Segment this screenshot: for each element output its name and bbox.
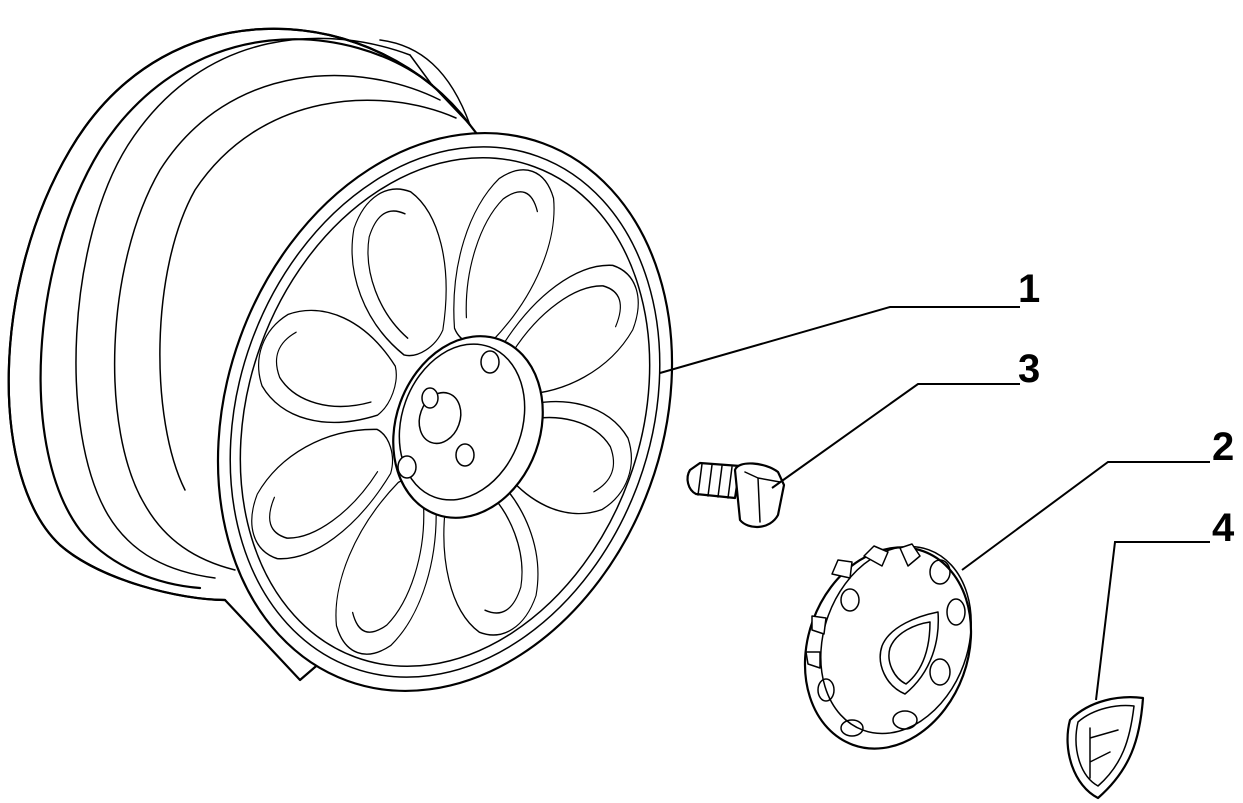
callout-1: 1 bbox=[1018, 267, 1040, 311]
leader-line-2 bbox=[961, 461, 1210, 571]
leader-line-3 bbox=[771, 383, 1020, 489]
emblem-badge bbox=[1066, 696, 1145, 800]
wheel-rim bbox=[7, 27, 674, 693]
leader-line-1 bbox=[659, 306, 1020, 374]
wheel-hub bbox=[392, 335, 544, 519]
spoke-windows bbox=[251, 169, 639, 655]
hub-cap bbox=[803, 543, 973, 750]
leader-line-4 bbox=[1095, 541, 1210, 701]
callout-3: 3 bbox=[1018, 347, 1040, 391]
callout-4: 4 bbox=[1212, 506, 1235, 550]
callout-2: 2 bbox=[1212, 425, 1234, 469]
wheel-bolt bbox=[686, 461, 786, 528]
